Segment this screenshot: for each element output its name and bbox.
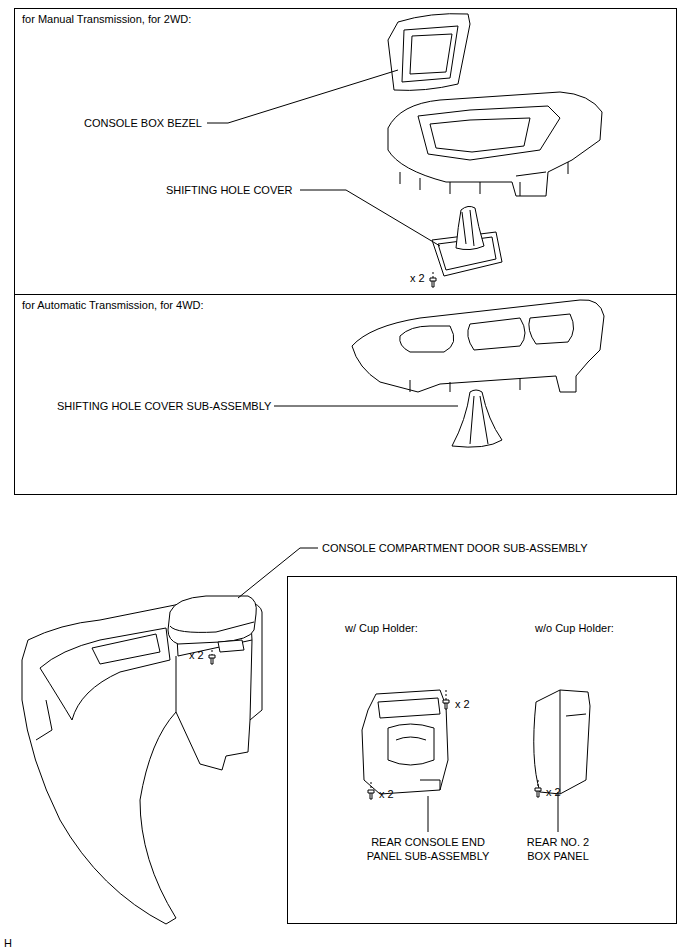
part-name: REAR CONSOLE END PANEL SUB-ASSEMBLY [363,835,493,863]
part-name: SHIFTING HOLE COVER [166,183,293,197]
quantity: x 2 [410,271,425,285]
panel-heading: for Automatic Transmission, for 4WD: [22,298,204,312]
quantity: x 2 [546,785,561,799]
rear-no2-box-panel [534,690,590,797]
console-box-body [22,599,262,924]
variant-panel: for Manual Transmission, for 2WD: [14,8,677,295]
quantity: x 2 [189,648,204,662]
part-name: CONSOLE COMPARTMENT DOOR SUB-ASSEMBLY [322,541,588,555]
quantity: x 2 [379,787,394,801]
upper-console-panel [388,92,602,196]
figure-code: H [4,936,12,950]
variant-panel: for Automatic Transmission, for 4WD: [14,294,677,495]
part-name: SHIFTING HOLE COVER SUB-ASSEMBLY [57,399,271,413]
console-box-bezel [388,14,470,91]
panel-heading: w/ Cup Holder: [345,621,418,635]
rear-console-end-panel [362,690,449,799]
part-name: REAR NO. 2 BOX PANEL [518,835,598,863]
panel-heading: for Manual Transmission, for 2WD: [22,12,191,26]
shifting-hole-cover [430,206,502,287]
compartment-door [168,596,256,664]
lower-console-panel [352,300,604,392]
part-name: CONSOLE BOX BEZEL [84,116,202,130]
panel-heading: w/o Cup Holder: [535,621,614,635]
quantity: x 2 [455,697,470,711]
shift-boot [452,390,502,447]
variant-panel: w/ Cup Holder: w/o Cup Holder: [287,576,677,924]
